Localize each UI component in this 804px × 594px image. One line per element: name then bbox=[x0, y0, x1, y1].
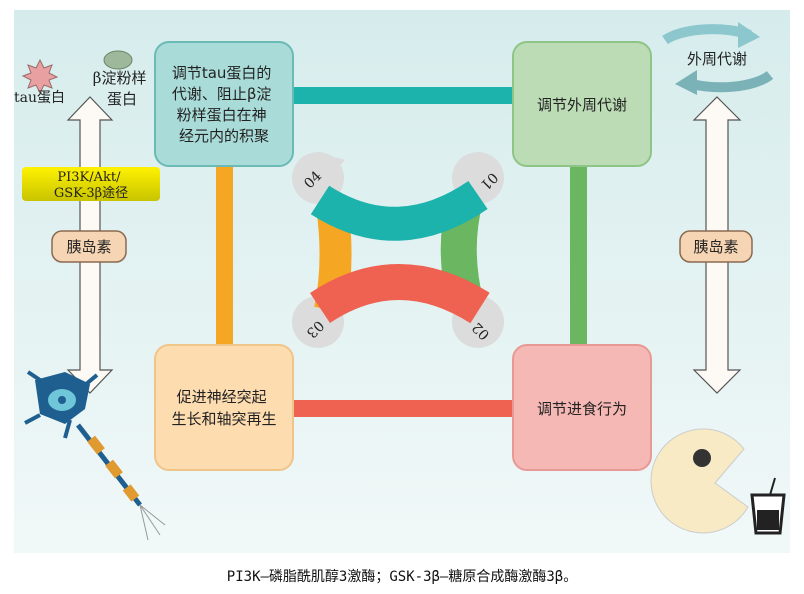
box-neurite-growth: 促进神经突起 生长和轴突再生 bbox=[154, 344, 294, 471]
amyloid-protein-icon bbox=[103, 50, 133, 70]
svg-text:PI3K/Akt/ GSK-3β途径: PI3K/Akt/ GSK-3β途径 bbox=[54, 170, 128, 201]
connector-green bbox=[570, 164, 587, 348]
center-cycle: 01 02 03 04 bbox=[292, 152, 504, 348]
svg-text:外周代谢: 外周代谢 bbox=[687, 50, 747, 68]
svg-text:促进神经突起 生长和轴突再生: 促进神经突起 生长和轴突再生 bbox=[171, 388, 276, 428]
svg-text:调节外周代谢: 调节外周代谢 bbox=[537, 96, 627, 114]
svg-text:调节进食行为: 调节进食行为 bbox=[537, 400, 627, 418]
box-feeding-behavior: 调节进食行为 bbox=[512, 344, 652, 471]
peripheral-cycle-icon: 外周代谢 bbox=[662, 22, 774, 95]
tau-label: tau蛋白 bbox=[14, 90, 65, 106]
svg-text:胰岛素: 胰岛素 bbox=[693, 238, 738, 256]
tau-protein-icon bbox=[21, 58, 59, 95]
arc-teal bbox=[310, 180, 488, 241]
insulin-right: 胰岛素 bbox=[679, 230, 753, 263]
box-peripheral-metabolism: 调节外周代谢 bbox=[512, 41, 652, 167]
svg-text:调节tau蛋白的 代谢、阻止β淀 粉: 调节tau蛋白的 代谢、阻止β淀 粉样蛋白在神 经元内的积聚 bbox=[172, 64, 276, 145]
amyloid-label: β淀粉样 蛋白 bbox=[93, 69, 151, 108]
insulin-left: 胰岛素 bbox=[51, 230, 127, 263]
arc-red bbox=[310, 264, 490, 324]
drink-cup-icon bbox=[750, 477, 786, 535]
connector-teal bbox=[290, 87, 516, 104]
neuron-icon bbox=[24, 370, 166, 541]
box-tau-amyloid: 调节tau蛋白的 代谢、阻止β淀 粉样蛋白在神 经元内的积聚 bbox=[154, 41, 294, 167]
connector-red bbox=[290, 400, 516, 417]
pacman-eating-icon bbox=[650, 428, 749, 534]
figure-caption: PI3K—磷脂酰肌醇3激酶；GSK-3β—糖原合成酶激酶3β。 bbox=[226, 569, 578, 585]
connector-orange bbox=[216, 164, 233, 348]
pathway-label: PI3K/Akt/ GSK-3β途径 bbox=[22, 167, 160, 201]
svg-text:胰岛素: 胰岛素 bbox=[66, 238, 111, 256]
